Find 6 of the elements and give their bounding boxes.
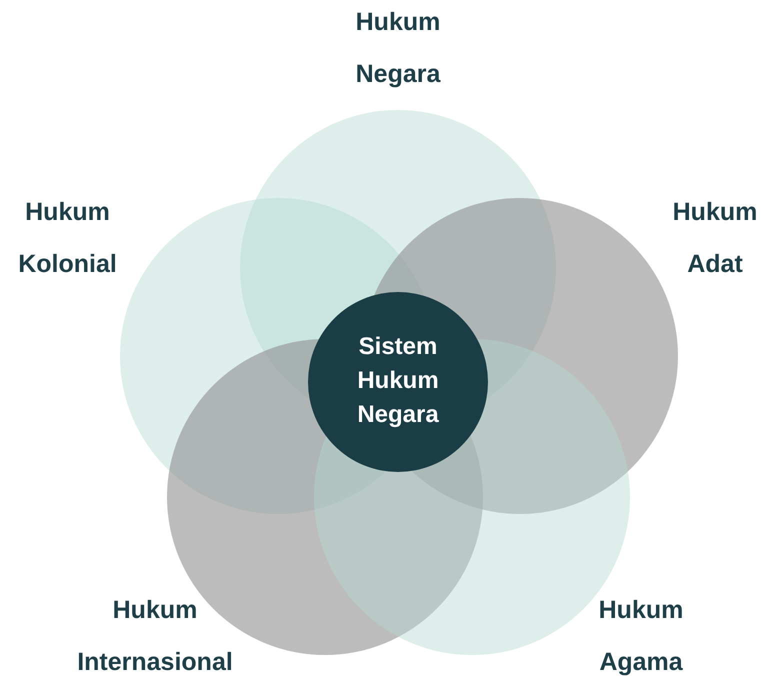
circle-label: Hukum Negara (354, 7, 442, 90)
circle-label: Hukum Kolonial (17, 197, 118, 280)
circle-text: Sistem Hukum Negara (356, 332, 440, 430)
circle-label: Hukum Internasional (76, 595, 234, 678)
circle-label: Hukum Adat (672, 197, 758, 280)
circle-label: Hukum Agama (598, 595, 684, 678)
